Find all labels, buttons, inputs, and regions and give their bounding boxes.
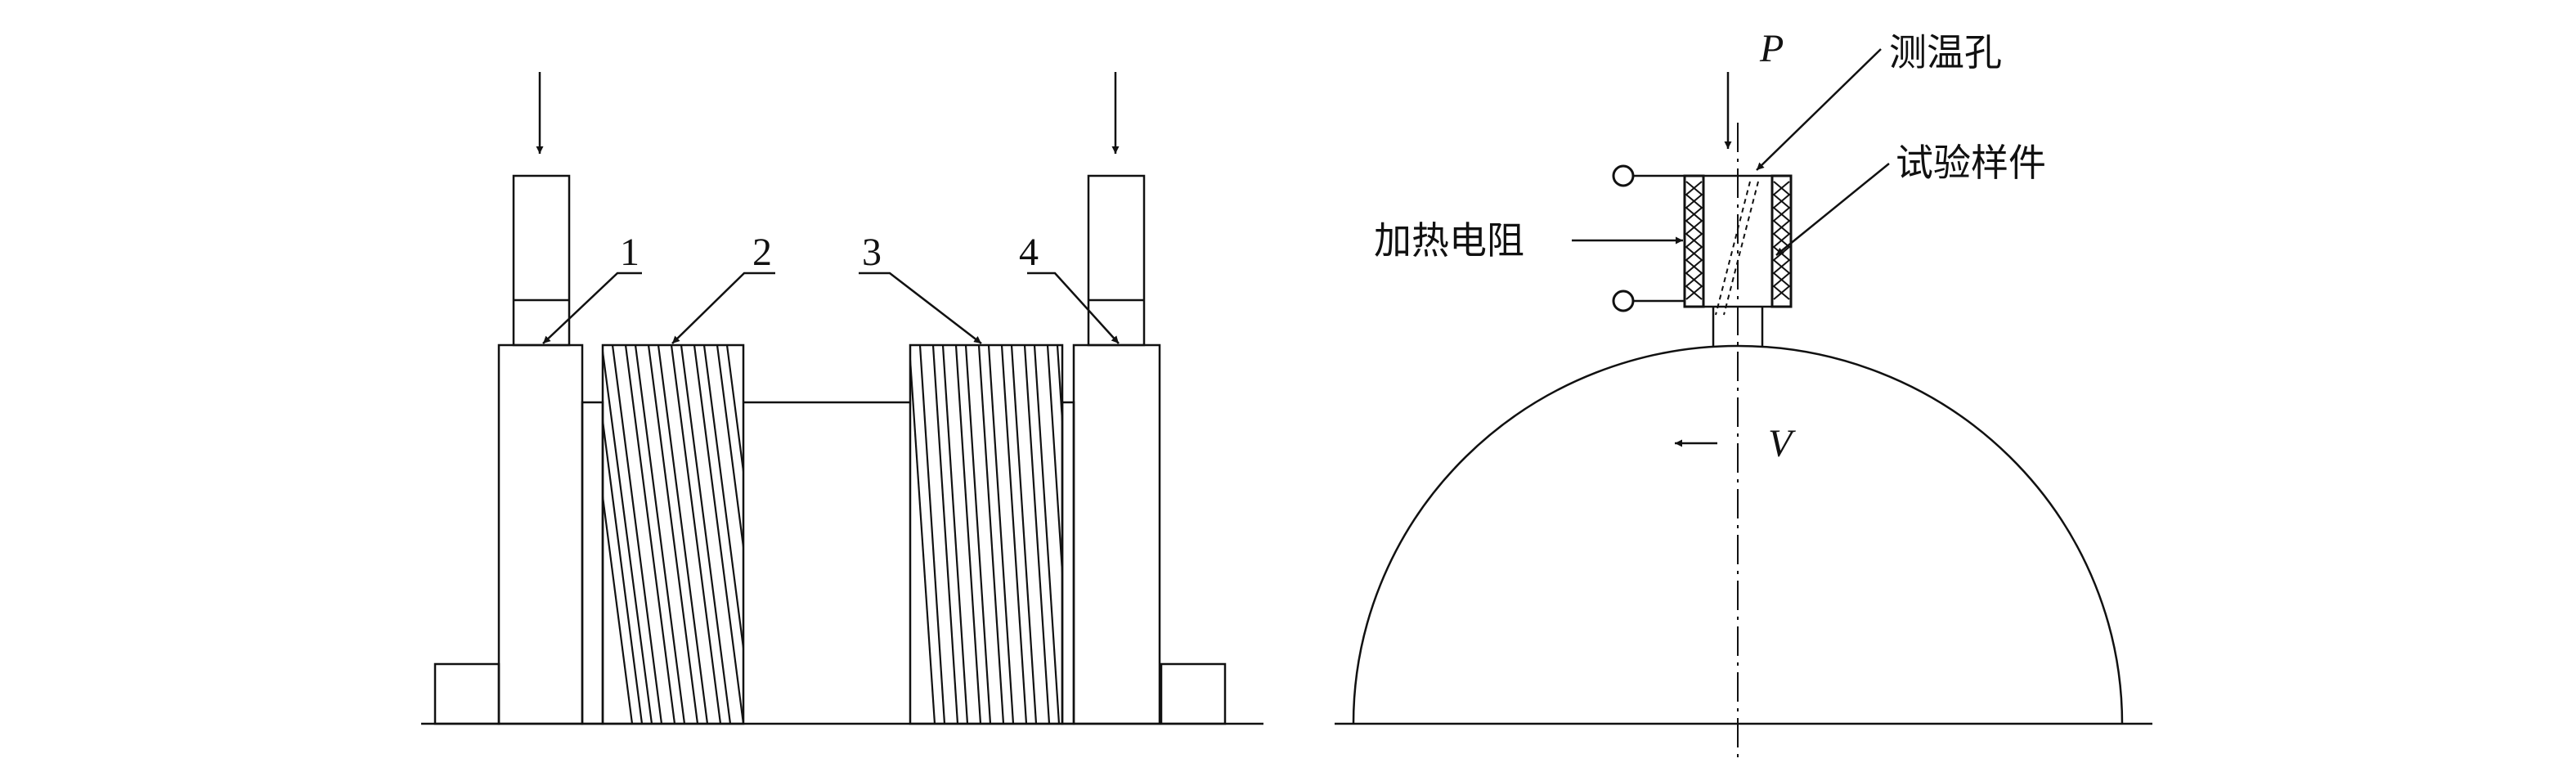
left-post <box>512 174 571 347</box>
right-foot <box>1160 662 1227 725</box>
left-coil-outline <box>601 343 745 725</box>
right-apparatus <box>1335 48 2152 763</box>
left-apparatus <box>421 72 1263 725</box>
leader-2 <box>671 272 775 344</box>
thermo-hole-label: 测温孔 <box>1889 30 2002 74</box>
right-post <box>1087 174 1146 347</box>
leader-3 <box>859 272 982 344</box>
left-coil-windings <box>603 345 743 725</box>
left-foot <box>433 662 500 725</box>
thermo-hole-leader <box>1756 48 1882 171</box>
right-coil-outline <box>909 343 1064 725</box>
right-support-block <box>1072 343 1161 725</box>
specimen-label: 试验样件 <box>1896 141 2046 185</box>
right-coil-windings <box>910 345 1062 725</box>
leader-1 <box>542 272 642 344</box>
heater-right <box>1770 174 1793 308</box>
heater-left <box>1683 174 1705 308</box>
left-spacer <box>581 401 604 725</box>
heater-label: 加热电阻 <box>1374 218 1524 263</box>
rotating-disc <box>1352 344 2124 725</box>
right-spacer <box>1061 401 1075 725</box>
thermo-hole-2 <box>1715 181 1751 316</box>
thermo-hole <box>1723 181 1759 316</box>
label-3: 3 <box>862 231 882 274</box>
label-2: 2 <box>752 231 772 274</box>
label-1: 1 <box>620 231 640 274</box>
specimen-leader <box>1775 163 1890 256</box>
load-label-p: P <box>1759 27 1784 70</box>
heater-left-zigzag <box>1685 181 1703 300</box>
velocity-label-v: V <box>1768 422 1796 465</box>
heater-right-zigzag <box>1772 181 1791 300</box>
terminal-bottom <box>1612 289 1635 312</box>
left-support-block <box>497 343 584 725</box>
leader-4 <box>1027 272 1120 344</box>
label-4: 4 <box>1019 231 1039 274</box>
terminal-top <box>1612 164 1635 187</box>
